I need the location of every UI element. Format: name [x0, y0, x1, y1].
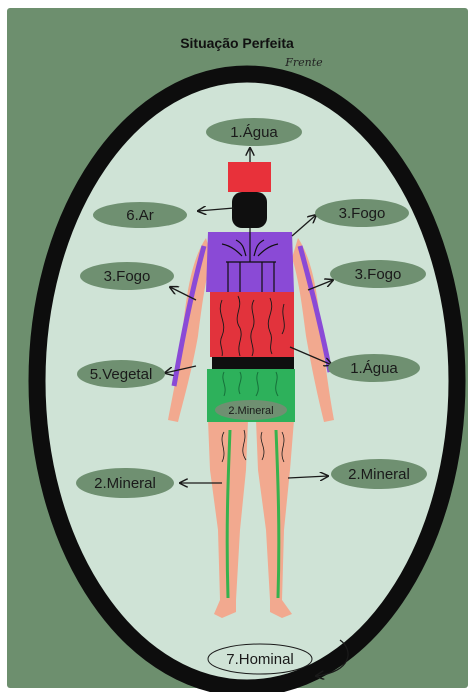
head-lower: [232, 192, 267, 228]
label-text: 1.Água: [350, 360, 398, 377]
subtitle: Frente: [284, 56, 323, 69]
label-fogo-right-top: 3.Fogo: [315, 199, 409, 227]
label-vegetal: 5.Vegetal: [77, 360, 165, 388]
label-text: 2.Mineral: [228, 405, 273, 417]
title: Situação Perfeita: [180, 35, 294, 51]
label-text: 1.Água: [230, 124, 278, 141]
torso-block: [210, 292, 294, 357]
label-mineral-left: 2.Mineral: [76, 468, 174, 498]
label-agua-right: 1.Água: [328, 354, 420, 382]
label-fogo-right: 3.Fogo: [330, 260, 426, 288]
label-agua-top: 1.Água: [206, 118, 302, 146]
label-text: 3.Fogo: [339, 205, 386, 222]
label-mineral-right: 2.Mineral: [331, 459, 427, 489]
label-text: 3.Fogo: [104, 268, 151, 285]
head-block: [228, 162, 271, 192]
label-text: 3.Fogo: [355, 266, 402, 283]
belt-band: [212, 357, 294, 369]
label-text: 6.Ar: [126, 207, 154, 224]
label-fogo-left: 3.Fogo: [80, 262, 174, 290]
label-text: 2.Mineral: [348, 466, 410, 483]
label-text: 7.Hominal: [226, 651, 294, 668]
label-ar: 6.Ar: [93, 202, 187, 228]
label-text: 5.Vegetal: [90, 366, 153, 383]
label-mineral-center: 2.Mineral: [215, 400, 287, 420]
label-hominal: 7.Hominal: [208, 644, 312, 674]
label-text: 2.Mineral: [94, 475, 156, 492]
